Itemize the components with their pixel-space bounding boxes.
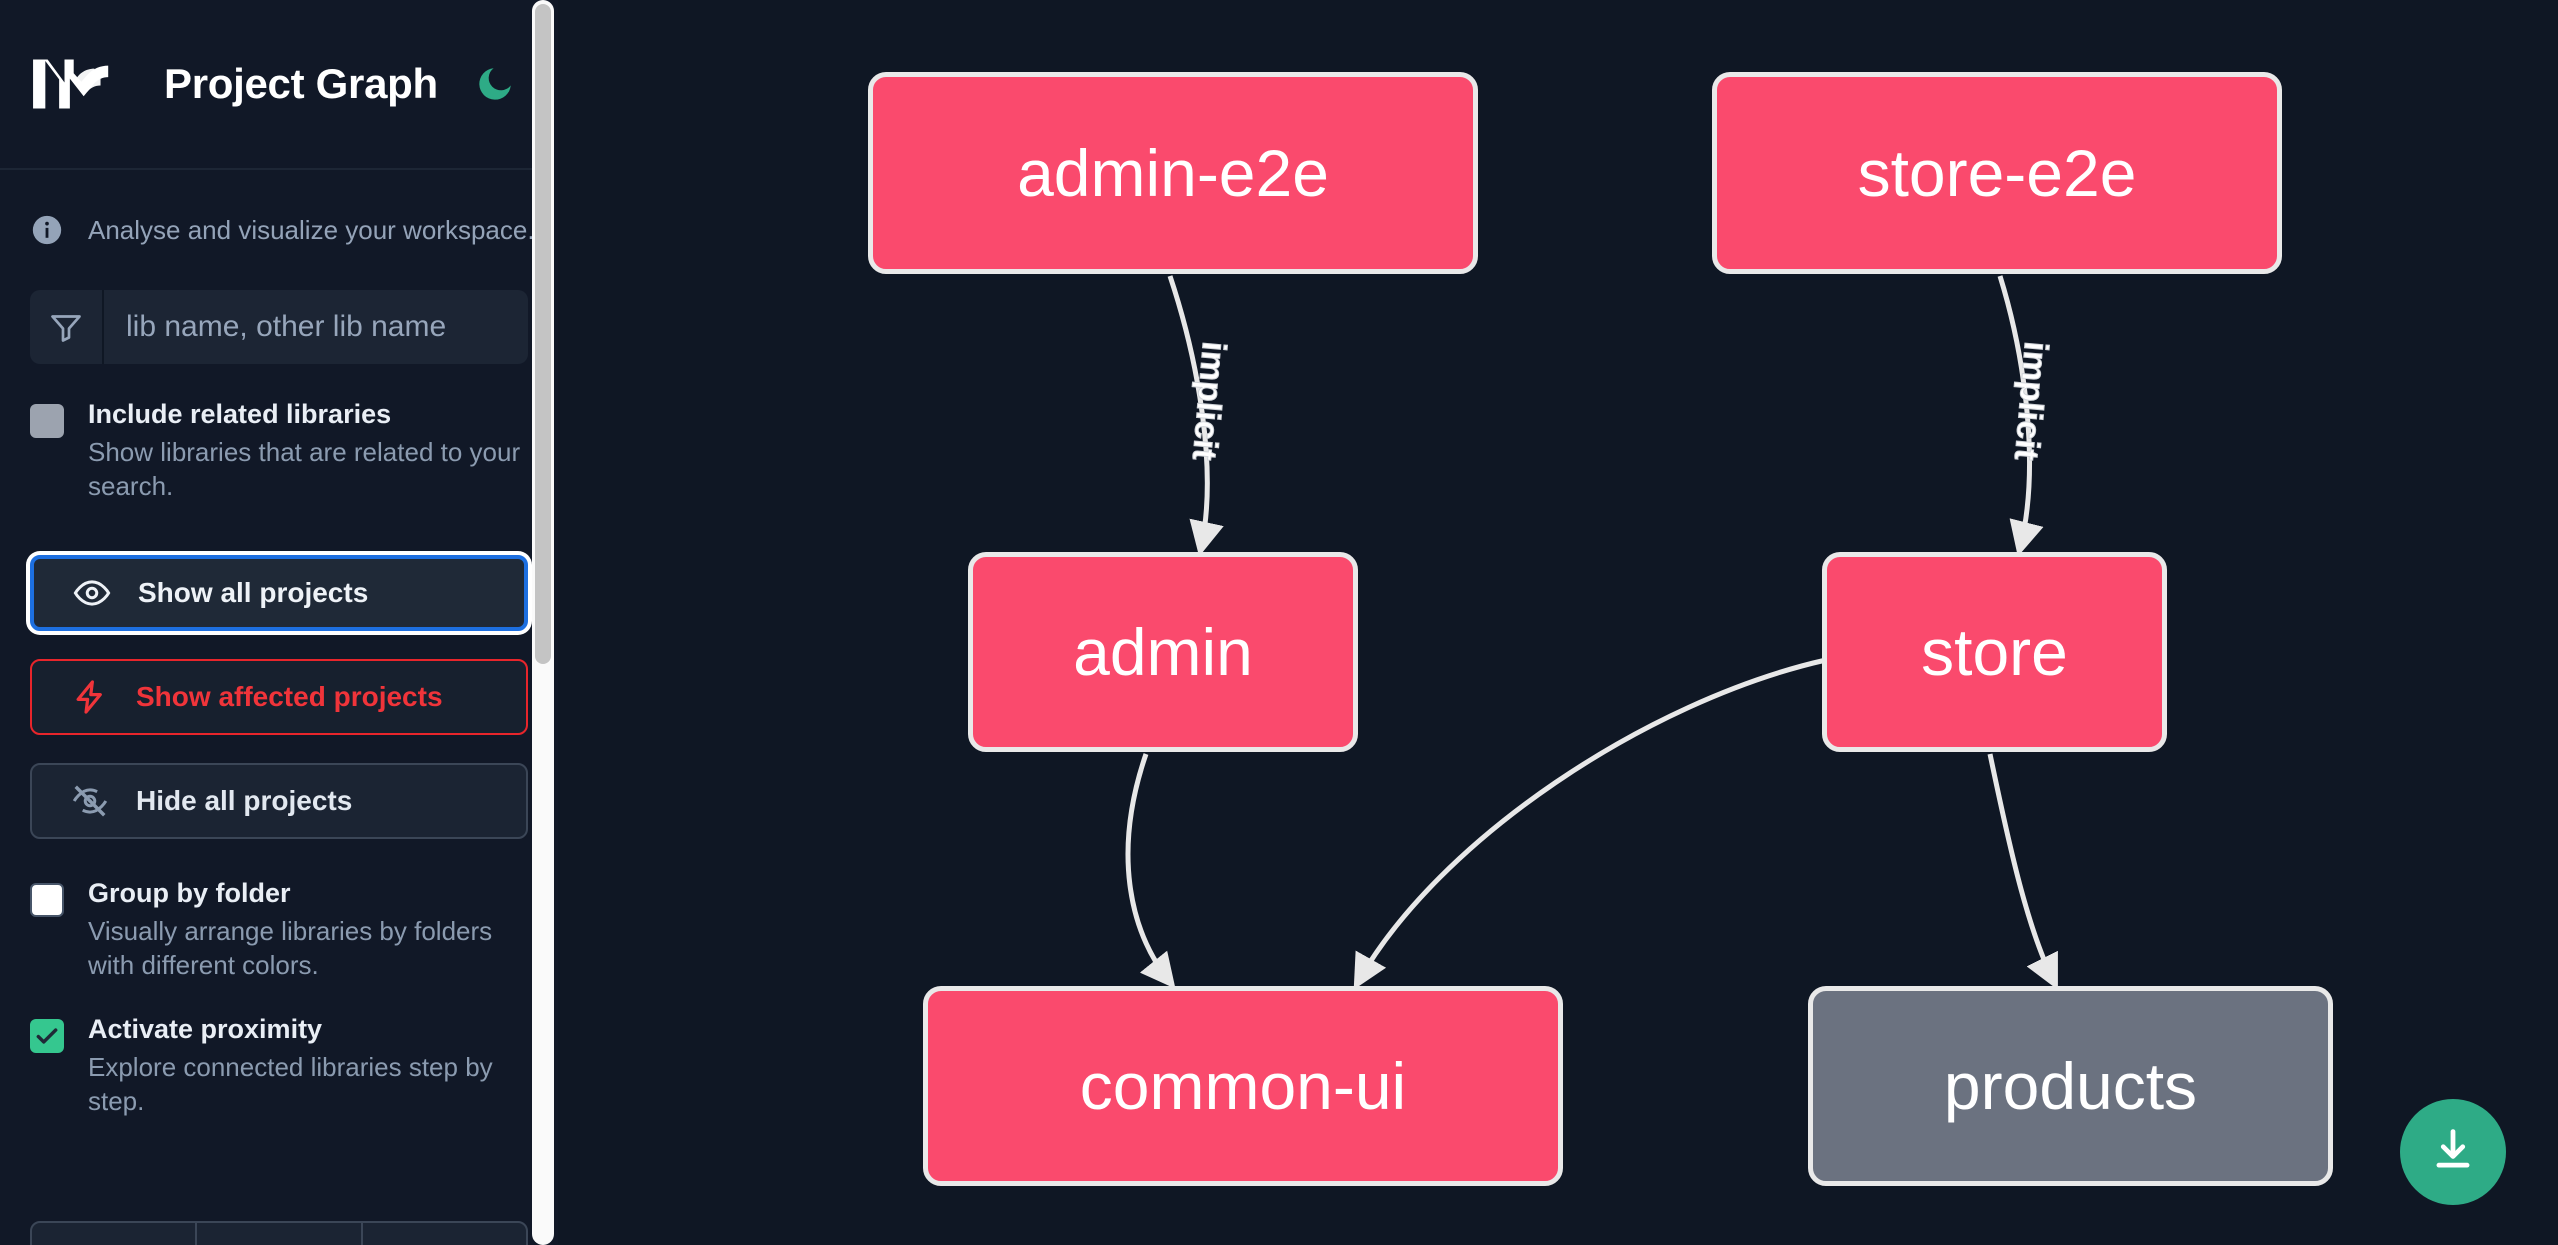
moon-icon[interactable] — [472, 61, 518, 107]
sidebar-scrollbar-thumb[interactable] — [535, 4, 551, 664]
bottom-segmented-control[interactable] — [30, 1221, 528, 1245]
sidebar-right-edge — [554, 0, 558, 1245]
spacer — [30, 533, 528, 555]
edge-store-to-products — [1987, 753, 2058, 990]
option-label: Group by folder — [88, 878, 291, 909]
graph-node-store-e2e[interactable]: store-e2e — [1712, 72, 2282, 274]
hide-all-projects-button[interactable]: Hide all projects — [30, 763, 528, 840]
eye-icon — [72, 573, 112, 613]
sidebar-header: Project Graph — [0, 0, 558, 170]
eye-off-icon — [70, 781, 110, 821]
option-activate-proximity[interactable]: Activate proximity Explore connected lib… — [30, 1013, 528, 1118]
node-label: admin-e2e — [1017, 136, 1329, 210]
node-label: products — [1943, 1049, 2198, 1123]
node-label: common-ui — [1079, 1049, 1407, 1123]
option-label: Include related libraries — [88, 399, 392, 429]
download-graph-button[interactable] — [2400, 1099, 2506, 1205]
search-field[interactable] — [30, 290, 528, 364]
sidebar: Project Graph Analyse and visualize your… — [0, 0, 558, 1245]
show-all-projects-button[interactable]: Show all projects — [30, 555, 528, 632]
graph-node-store[interactable]: store — [1822, 552, 2167, 752]
info-icon — [30, 213, 64, 247]
sidebar-scrollbar-track[interactable] — [532, 0, 554, 1245]
download-icon — [2427, 1124, 2479, 1181]
show-affected-projects-label: Show affected projects — [136, 681, 443, 713]
option-description: Visually arrange libraries by folders wi… — [88, 916, 493, 981]
graph-canvas[interactable]: implicit implicit admin-e2e store-e2e ad… — [558, 0, 2558, 1245]
edge-store-e2e-to-store — [1997, 275, 2044, 557]
edge-admin-to-common-ui — [1125, 753, 1176, 989]
edge-store-to-common-ui — [1353, 657, 1827, 990]
graph-node-common-ui[interactable]: common-ui — [923, 986, 1563, 1186]
edge-label-implicit-store: implicit — [2007, 340, 2055, 462]
option-description: Explore connected libraries step by step… — [88, 1051, 493, 1116]
graph-node-products[interactable]: products — [1808, 986, 2333, 1186]
filter-funnel-icon — [30, 290, 104, 364]
graph-edges-layer: implicit implicit — [1125, 275, 2058, 990]
sidebar-body: Analyse and visualize your workspace. In… — [0, 170, 558, 1118]
segment-1[interactable] — [32, 1223, 198, 1245]
include-related-libraries-checkbox[interactable] — [30, 404, 64, 438]
show-affected-projects-button[interactable]: Show affected projects — [30, 659, 528, 736]
activate-proximity-checkbox[interactable] — [30, 1018, 64, 1053]
option-description: Show libraries that are related to your … — [88, 436, 521, 502]
graph-node-admin[interactable]: admin — [968, 552, 1358, 752]
show-all-projects-label: Show all projects — [138, 577, 369, 609]
spacer — [30, 867, 528, 877]
group-by-folder-checkbox[interactable] — [30, 883, 64, 918]
graph-node-admin-e2e[interactable]: admin-e2e — [868, 72, 1478, 274]
search-input[interactable] — [104, 290, 528, 364]
option-group-by-folder[interactable]: Group by folder Visually arrange librari… — [30, 877, 528, 982]
node-label: admin — [1073, 615, 1253, 689]
node-label: store-e2e — [1857, 136, 2137, 210]
node-label: store — [1921, 615, 2068, 689]
option-label: Activate proximity — [88, 1013, 323, 1044]
analyse-text: Analyse and visualize your workspace. — [88, 214, 535, 245]
analyse-banner: Analyse and visualize your workspace. — [30, 170, 535, 290]
hide-all-projects-label: Hide all projects — [136, 785, 353, 817]
page-title: Project Graph — [164, 60, 438, 107]
segment-2[interactable] — [197, 1223, 363, 1245]
segment-3[interactable] — [363, 1223, 526, 1245]
nx-logo-icon — [30, 53, 122, 115]
lightning-bolt-icon — [70, 677, 110, 717]
option-include-related-libraries[interactable]: Include related libraries Show libraries… — [30, 398, 528, 503]
edge-admin-e2e-to-admin — [1167, 275, 1224, 557]
